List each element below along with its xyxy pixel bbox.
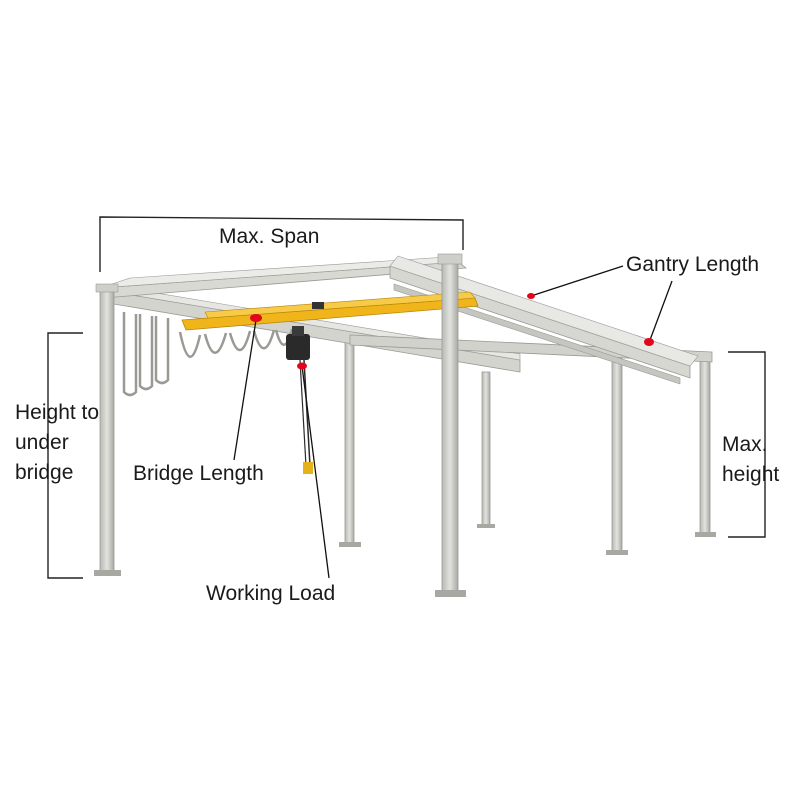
- festoon-cables: [122, 312, 294, 397]
- height-under-bridge-label: Height to under bridge: [15, 401, 100, 484]
- working-load-marker: [297, 362, 307, 370]
- max-span-dimension: [99, 216, 464, 272]
- gantry-length-label: Gantry Length: [626, 253, 760, 276]
- red-markers: [250, 293, 654, 370]
- front-center-column: [435, 253, 466, 597]
- hoist: [286, 326, 313, 474]
- working-load-label: Working Load: [206, 582, 336, 605]
- bridge-length-label: Bridge Length: [133, 462, 264, 485]
- max-span-label: Max. Span: [219, 225, 320, 248]
- leader-lines: [233, 265, 673, 579]
- gantry-length-marker: [527, 293, 535, 299]
- front-left-column: [94, 283, 121, 576]
- height-under-bridge-dimension: [47, 332, 83, 579]
- gantry-length-marker-2: [644, 338, 654, 346]
- bridge-length-marker: [250, 314, 262, 322]
- max-height-label: Max. height: [722, 433, 780, 486]
- front-top-beam: [99, 255, 468, 299]
- max-height-dimension: [728, 351, 766, 538]
